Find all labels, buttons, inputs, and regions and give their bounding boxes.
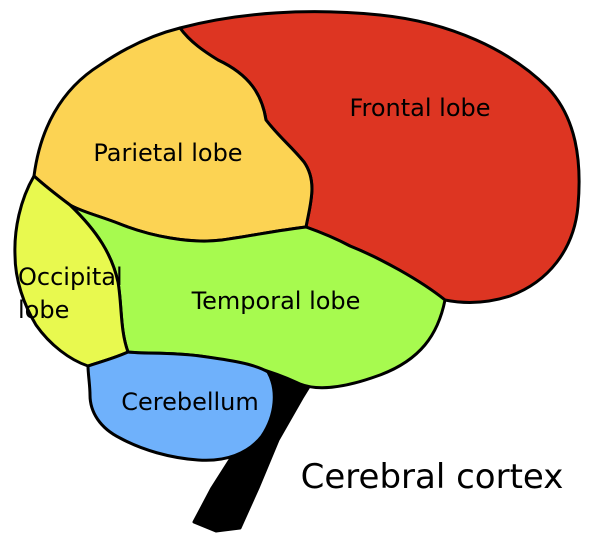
diagram-title: Cerebral cortex: [301, 457, 564, 497]
occipital-lobe-label-line1: Occipital: [18, 263, 123, 291]
cerebellum: [86, 350, 276, 462]
parietal-lobe-label: Parietal lobe: [93, 139, 242, 167]
frontal-lobe-label: Frontal lobe: [349, 94, 490, 122]
cerebellum-label: Cerebellum: [121, 388, 259, 416]
occipital-lobe-label-line2: lobe: [18, 296, 69, 324]
temporal-lobe-label: Temporal lobe: [191, 287, 361, 315]
